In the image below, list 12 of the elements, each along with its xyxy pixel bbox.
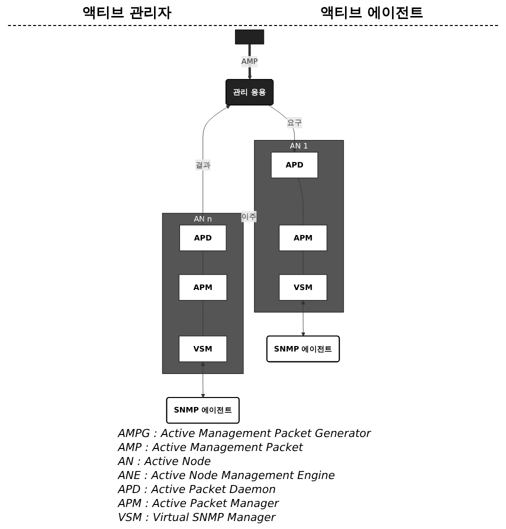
section-heading: 액티브 에이전트 xyxy=(320,4,424,22)
section-heading: 액티브 관리자 xyxy=(82,4,172,22)
definition-note: ANE : Active Node Management Engine xyxy=(118,469,336,483)
node-box xyxy=(235,30,264,44)
definition-note: APD : Active Packet Daemon xyxy=(118,483,277,497)
definition-note: AMP : Active Management Packet xyxy=(118,441,304,455)
definition-note: AN : Active Node xyxy=(118,455,212,469)
connector xyxy=(298,178,304,226)
definition-note: AMPG : Active Management Packet Generator xyxy=(118,427,372,441)
arrow xyxy=(248,44,252,80)
definition-note: APM : Active Packet Manager xyxy=(118,497,280,511)
definition-note: VSM : Virtual SNMP Manager xyxy=(118,511,277,525)
